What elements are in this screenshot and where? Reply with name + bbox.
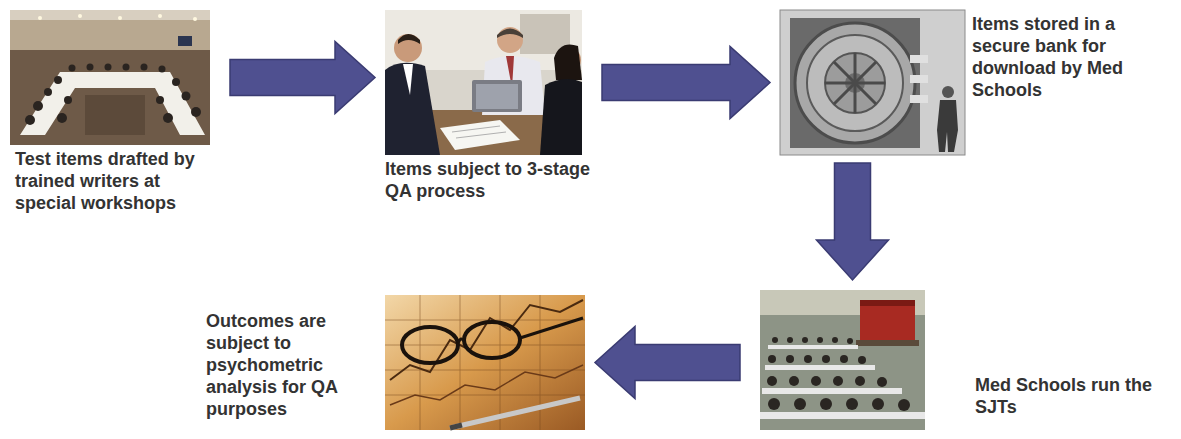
flow-arrow [595, 327, 740, 399]
flow-arrow [817, 163, 889, 280]
meeting-photo [385, 10, 582, 155]
workshop-stage: Test items drafted by trained writers at… [10, 10, 210, 145]
analysis-photo [385, 295, 585, 430]
workshop-photo [10, 10, 210, 145]
stage-caption: Items subject to 3-stage QA process [385, 158, 595, 202]
qa-stage: Items subject to 3-stage QA process [385, 10, 582, 155]
exam-stage: Med Schools run the SJTs [760, 290, 925, 430]
exam-hall-photo [760, 290, 925, 430]
flow-arrow [602, 47, 770, 119]
stage-caption: Items stored in a secure bank for downlo… [972, 13, 1175, 101]
item-bank-stage: Items stored in a secure bank for downlo… [780, 10, 965, 155]
flow-arrow [230, 42, 375, 114]
vault-photo [780, 10, 965, 155]
stage-caption: Test items drafted by trained writers at… [15, 148, 220, 214]
stage-caption: Med Schools run the SJTs [975, 374, 1175, 418]
analysis-stage: Outcomes are subject to psychometric ana… [385, 295, 585, 430]
stage-caption: Outcomes are subject to psychometric ana… [206, 310, 378, 420]
